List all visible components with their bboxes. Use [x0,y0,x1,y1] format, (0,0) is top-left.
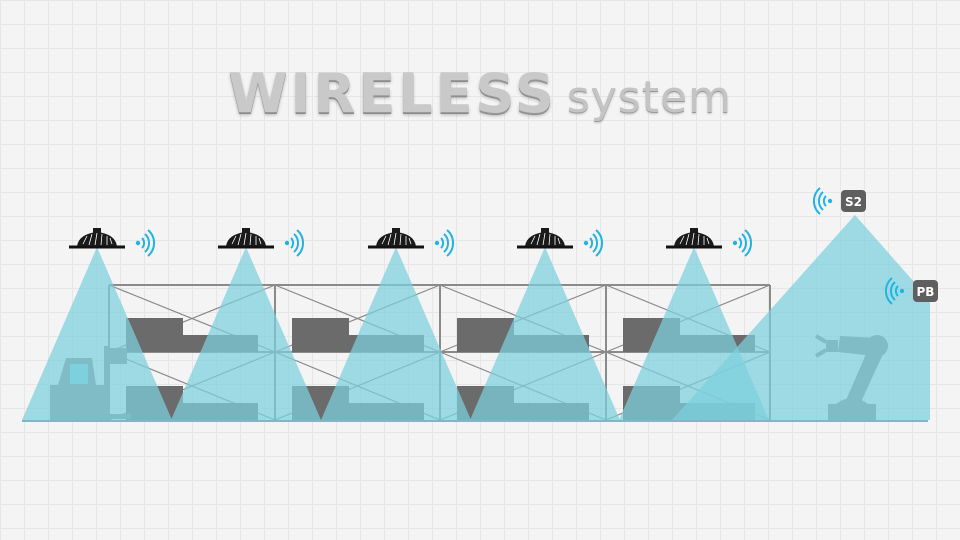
wifi-signal-icon [731,229,753,257]
s2-label: S2 [845,195,862,209]
pb-label: PB [917,285,935,299]
title-light-word: system [566,72,732,123]
wifi-signal-icon [283,229,305,257]
title-bold-word: WIRELESS [228,62,557,125]
high-bay-lamp-icon [366,226,426,249]
s2-device-badge: S2 [841,190,866,212]
wifi-signal-icon [134,229,156,257]
high-bay-lamp-icon [67,226,127,249]
pb-device-badge: PB [913,280,938,302]
wifi-signal-icon [433,229,455,257]
coverage-beams [22,215,930,420]
wifi-signal-icon [582,229,604,257]
wifi-signal-icon [812,187,834,215]
high-bay-lamp-icon [216,226,276,249]
high-bay-lamp-icon [515,226,575,249]
high-bay-lamp-icon [664,226,724,249]
